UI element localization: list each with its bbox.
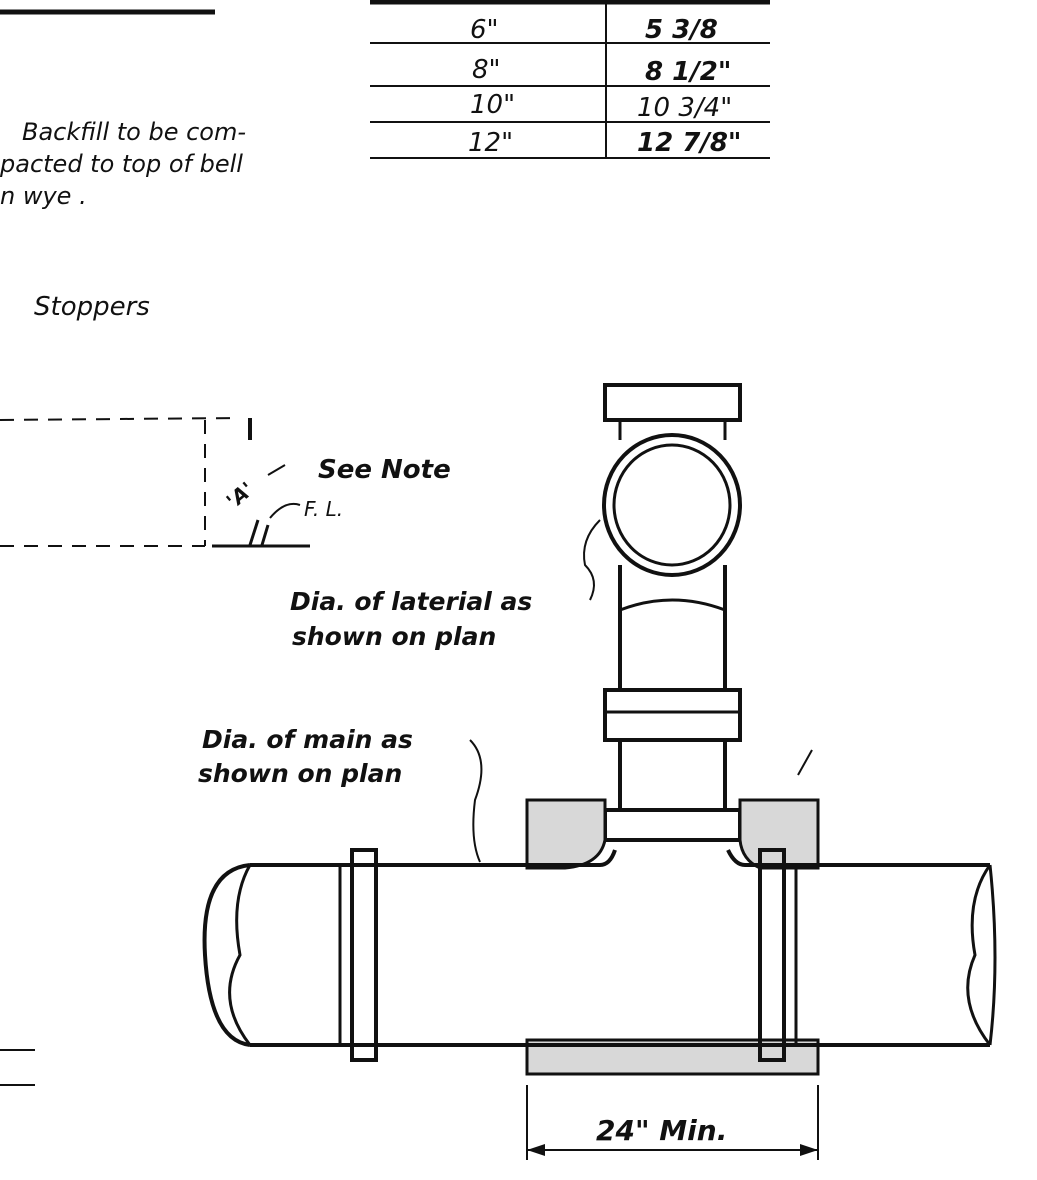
main-pipe-top [250,849,990,867]
backfill-note-line: n wye . [0,182,87,210]
dim-a-label: 'A' [222,477,259,513]
flow-line-leader [269,502,301,519]
min-length-dimension: 24" Min. [526,1085,819,1160]
concrete-block-left [525,798,607,870]
table-cell-a: 10 3/4" [637,93,732,123]
lateral-callout-line: shown on plan [292,622,496,651]
concrete-block-right [738,798,820,870]
table-cell-dia: 8" [472,55,501,85]
main-pipe-left-end [202,863,251,1047]
bottom-left-marks [0,1049,35,1086]
lateral-opening-outer [602,433,742,577]
stoppers-label: Stoppers [34,292,150,322]
table-cell-a: 8 1/2" [645,57,731,87]
main-callout-line: Dia. of main as [202,725,413,754]
backfill-note-line: pacted to top of bell [0,150,243,178]
table-cell-dia: 12" [468,128,513,158]
bell-neck [618,420,727,440]
lateral-lower-bell [603,688,742,742]
table-cell-dia: 6" [470,15,499,45]
main-callout: Dia. of main as shown on plan [198,725,413,788]
small-mark [797,749,813,776]
dashed-outline [0,417,241,547]
table-cell-dia: 10" [470,90,515,120]
main-pipe-right-end [988,864,997,1046]
lateral-callout-line: Dia. of laterial as [290,587,532,616]
main-pipe-left-break [228,864,252,1046]
backfill-note-line: Backfill to be com- [22,118,246,146]
table-cell-a: 12 7/8" [637,128,741,158]
main-pipe-right-break [966,864,992,1046]
dim-arrow-left [527,1144,545,1156]
dimension-table: 6" 5 3/8 8" 8 1/2" 10" 10 3/4" 12" 12 7/… [370,0,770,159]
flow-line-marker [248,519,270,546]
table-cell-a: 5 3/8 [645,15,718,45]
main-pipe [202,848,997,1062]
dim-arrow-right [800,1144,818,1156]
see-note-label: See Note [318,455,451,485]
lateral-barrel [618,565,727,690]
wye-hub [603,808,742,842]
lateral-spigot [618,740,727,810]
lateral-opening-inner [612,443,732,567]
lateral-barrel-curve [619,598,726,612]
lateral-callout: Dia. of laterial as shown on plan [290,587,532,651]
main-callout-line: shown on plan [198,759,402,788]
section-outline: 'A' See Note F. L. [0,417,451,548]
main-leader [469,739,483,863]
backfill-note: Backfill to be com- pacted to top of bel… [0,118,246,210]
min-length-label: 24" Min. [596,1114,727,1147]
see-note-leader [267,464,286,476]
main-bell-ring-right [758,848,786,1062]
lateral-leader [583,519,601,601]
lateral-top-bell [603,383,742,422]
main-bell-ring-left [350,848,378,1062]
callout-leaders [469,519,813,863]
flow-line-label: F. L. [304,497,343,521]
lateral-branch [602,383,742,842]
